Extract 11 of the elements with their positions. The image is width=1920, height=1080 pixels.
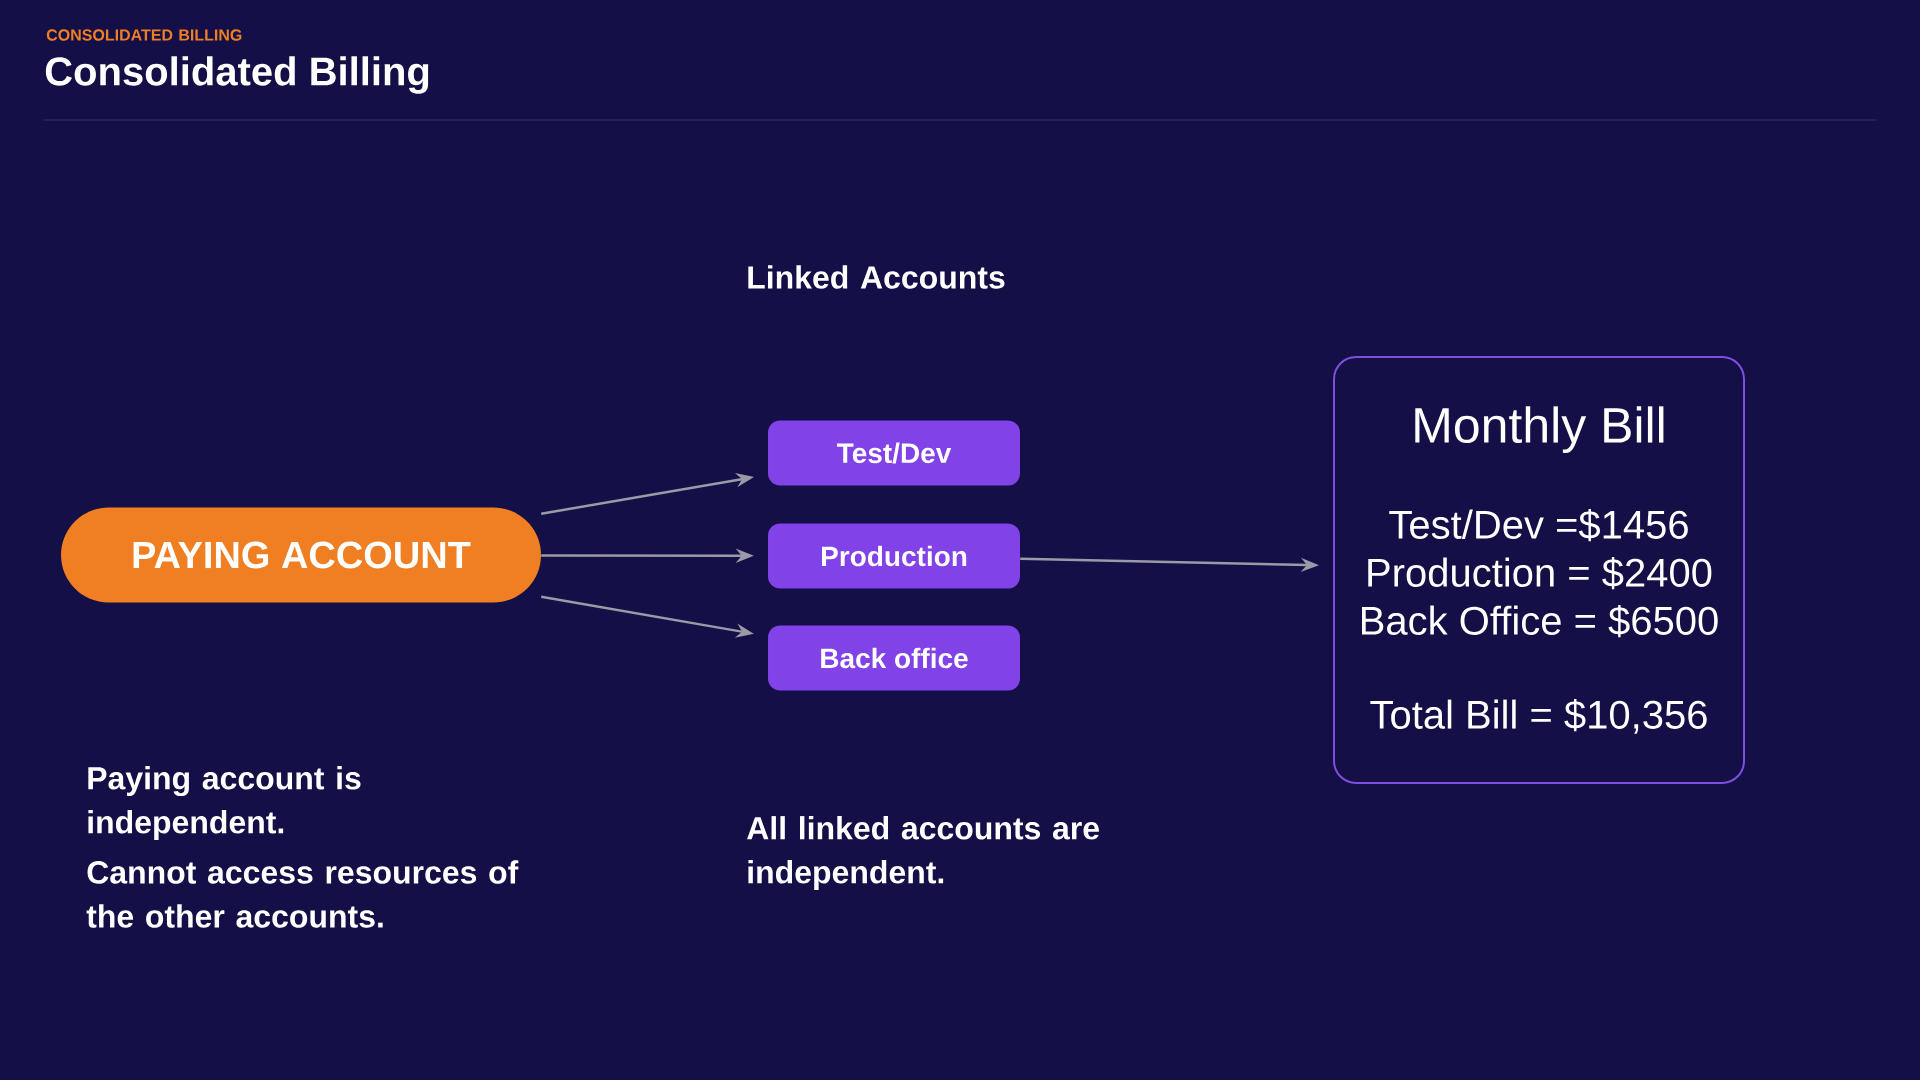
section-label: CONSOLIDATED BILLING xyxy=(46,29,242,41)
account-box: Production xyxy=(768,523,1020,589)
note-text: Paying account is independent. xyxy=(88,766,361,840)
account-pill: PAYING ACCOUNT xyxy=(61,507,541,603)
slide-title: Consolidated Billing xyxy=(45,56,429,94)
note-text: All linked accounts are independent. xyxy=(747,816,1099,890)
account-box: Test/Dev xyxy=(768,420,1020,486)
note-text: Cannot access resources of the other accounts. xyxy=(86,860,519,928)
bill-box: Monthly Bill Test/Dev =$1456 Production = $2400 Back Office = $6500 Total Bill = $10,356 xyxy=(1333,356,1745,784)
group-heading: Linked Accounts xyxy=(748,265,1005,289)
account-box: Back office xyxy=(768,625,1020,691)
